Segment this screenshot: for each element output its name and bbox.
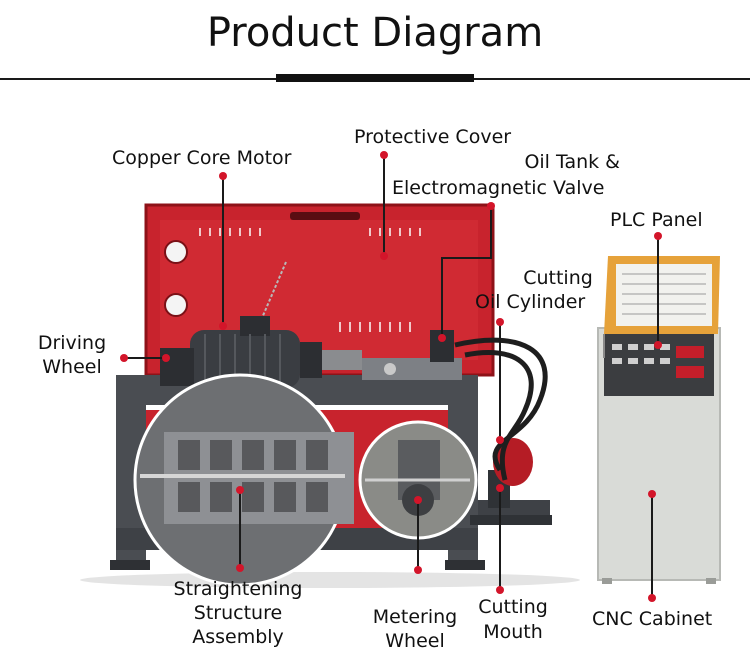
label-cutting-mouth-line2: Mouth	[483, 621, 543, 643]
label-driving-line2: Wheel	[42, 356, 102, 378]
label-protective-cover: Protective Cover	[354, 126, 512, 148]
label-cutting-oil-line1: Cutting	[523, 267, 593, 289]
title-divider-accent	[276, 74, 474, 82]
label-cutting-mouth-line1: Cutting	[478, 596, 548, 618]
label-straightening-line3: Assembly	[192, 626, 284, 648]
cutting-arm	[470, 438, 552, 525]
label-plc-panel: PLC Panel	[610, 209, 703, 231]
label-cnc-cabinet: CNC Cabinet	[592, 608, 713, 630]
label-straightening-line2: Structure	[193, 602, 283, 624]
label-oil-tank-line2: Electromagnetic Valve	[392, 177, 605, 199]
hydraulic-hoses	[454, 337, 548, 481]
label-oil-tank-line1: Oil Tank &	[524, 151, 620, 173]
label-metering-line1: Metering	[372, 606, 458, 628]
floor-shadow	[80, 572, 580, 588]
page-title: Product Diagram	[206, 10, 544, 56]
cnc-cabinet-shape	[597, 327, 721, 584]
label-straightening-line1: Straightening	[173, 578, 303, 600]
label-copper-core-motor: Copper Core Motor	[112, 147, 292, 169]
oil-tank-shape	[362, 330, 462, 380]
plc-panel-shape	[603, 256, 720, 358]
label-metering-line2: Wheel	[385, 630, 445, 652]
label-cutting-oil-line2: Oil Cylinder	[475, 291, 586, 313]
marker-dots	[120, 151, 662, 602]
label-driving-line1: Driving	[37, 332, 107, 354]
copper-core-motor-shape	[160, 316, 362, 388]
straightening-zoom	[133, 373, 354, 587]
leader-lines	[124, 155, 659, 598]
